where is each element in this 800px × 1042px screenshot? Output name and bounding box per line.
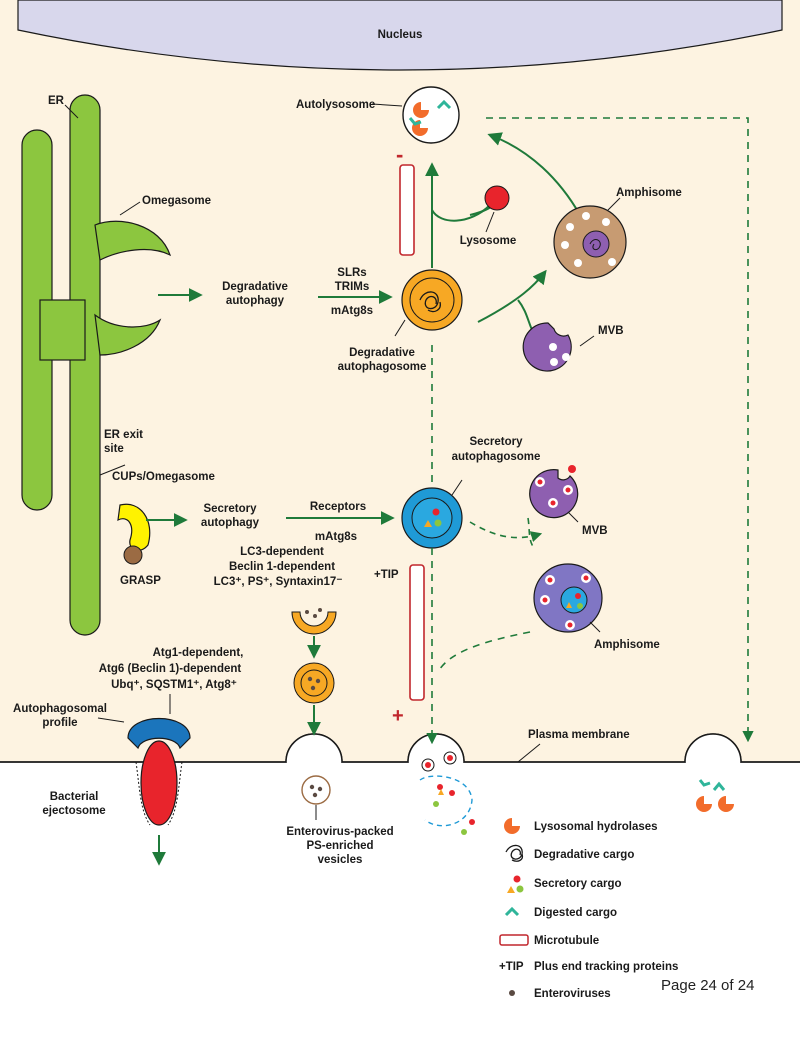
plus-end-label: +	[392, 705, 404, 727]
matg8s-bottom-label: mAtg8s	[315, 531, 357, 543]
autolysosome	[402, 86, 460, 144]
lysosome-label: Lysosome	[460, 235, 516, 247]
lysosomal-hydrolase-icon	[504, 818, 520, 834]
mvb-bottom	[529, 465, 579, 519]
nucleus-label: Nucleus	[378, 29, 423, 41]
secretory-autophagosome	[401, 487, 463, 549]
microtubule-icon	[499, 934, 529, 946]
degradative-cargo-icon	[505, 844, 524, 862]
amphisome-bottom-label: Amphisome	[594, 639, 660, 651]
cytoplasm	[0, 0, 800, 762]
atg6-label: Atg6 (Beclin 1)-dependent	[99, 663, 242, 675]
degradative-autophagosome-label-1: Degradative	[349, 347, 415, 359]
hydrolase-a	[413, 102, 429, 118]
grasp-protein	[123, 545, 143, 565]
lc3-dependent-label: LC3-dependent	[240, 546, 324, 558]
mvb-top-label: MVB	[598, 325, 624, 337]
enterovirus-label-2: PS-enriched	[306, 840, 373, 852]
trims-label: TRIMs	[335, 281, 370, 293]
ubq-label: Ubq⁺, SQSTM1⁺, Atg8⁺	[111, 679, 237, 691]
slrs-label: SLRs	[337, 267, 366, 279]
amphisome-top	[553, 205, 627, 279]
lc3-ps-syntaxin-label: LC3⁺, PS⁺, Syntaxin17⁻	[214, 576, 343, 588]
enterovirus-icon	[509, 990, 515, 996]
digested-cargo-a	[436, 99, 452, 110]
digested-cargo-icon	[504, 906, 520, 917]
secretory-autophagosome-label-2: autophagosome	[452, 451, 541, 463]
atg1-label: Atg1-dependent,	[153, 647, 244, 659]
enterovirus-autophagosome	[293, 662, 335, 704]
degradative-autophagy-label-2: autophagy	[226, 295, 285, 307]
digested-release	[696, 779, 734, 812]
bacterial-ejectosome-label-2: ejectosome	[42, 805, 105, 817]
legend-label-4: Microtubule	[534, 935, 599, 947]
digested-cargo-b	[408, 117, 422, 126]
degradative-autophagosome-label-2: autophagosome	[338, 361, 427, 373]
degradative-autophagosome	[401, 269, 463, 331]
er-exit-label-line2: site	[104, 443, 124, 455]
degradative-cargo-in-autophagosome	[419, 291, 441, 313]
receptors-label: Receptors	[310, 501, 366, 513]
secretory-cargo-icon	[507, 875, 524, 893]
autophagosomal-profile-label-2: profile	[42, 717, 77, 729]
lysosome	[484, 185, 510, 211]
autolysosome-label: Autolysosome	[296, 99, 375, 111]
grasp-label: GRASP	[120, 575, 161, 587]
beclin-dependent-label: Beclin 1-dependent	[229, 561, 335, 573]
autophagosomal-profile-label-1: Autophagosomal	[13, 703, 107, 715]
legend: Lysosomal hydrolases Degradative cargo S…	[499, 818, 678, 1000]
plus-tip-legend: +TIP	[499, 961, 524, 973]
page-number: Page 24 of 24	[661, 977, 754, 994]
nucleus	[17, 0, 783, 71]
er-exit-label-line1: ER exit	[104, 429, 143, 441]
bacterium	[140, 740, 178, 826]
secretory-autophagy-label-1: Secretory	[203, 503, 257, 515]
bacterial-ejectosome-label-1: Bacterial	[50, 791, 99, 803]
matg8s-top-label: mAtg8s	[331, 305, 373, 317]
legend-label-2: Secretory cargo	[534, 878, 622, 890]
mvb-bottom-label: MVB	[582, 525, 608, 537]
legend-label-6: Enteroviruses	[534, 988, 611, 1000]
legend-label-0: Lysosomal hydrolases	[534, 821, 658, 833]
endoplasmic-reticulum	[21, 94, 172, 636]
plasma-membrane-label: Plasma membrane	[528, 729, 630, 741]
legend-label-1: Degradative cargo	[534, 849, 634, 861]
plus-tip-label: +TIP	[374, 569, 399, 581]
virus-cup	[291, 611, 337, 635]
amphisome-top-label: Amphisome	[616, 187, 682, 199]
cups-omegasome-label: CUPs/Omegasome	[112, 471, 215, 483]
amphisome-bottom	[533, 563, 603, 633]
er-label: ER	[48, 95, 65, 107]
microtubule-bottom	[409, 564, 425, 701]
mvb-top	[522, 322, 572, 372]
secreted-cargo-release	[419, 751, 475, 835]
legend-label-3: Digested cargo	[534, 907, 617, 919]
minus-end-label: -	[396, 142, 403, 167]
secretory-autophagy-label-2: autophagy	[201, 517, 260, 529]
legend-label-5: Plus end tracking proteins	[534, 961, 678, 973]
secretory-autophagosome-label-1: Secretory	[469, 436, 523, 448]
enterovirus-label-3: vesicles	[318, 854, 363, 866]
autophagosomal-profile	[127, 718, 191, 750]
enterovirus-vesicle	[301, 775, 331, 805]
enterovirus-label-1: Enterovirus-packed	[286, 826, 393, 838]
omegasome-label: Omegasome	[142, 195, 211, 207]
microtubule-top	[399, 164, 415, 256]
degradative-autophagy-label-1: Degradative	[222, 281, 288, 293]
